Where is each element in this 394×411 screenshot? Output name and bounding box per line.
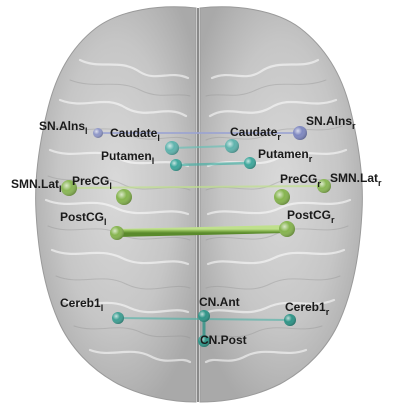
node-caudate-r bbox=[225, 139, 239, 153]
node-putamen-l bbox=[170, 159, 182, 171]
node-cn-ant bbox=[198, 310, 210, 322]
node-postcg-l bbox=[110, 226, 124, 240]
node-precg-l bbox=[116, 189, 132, 205]
node-sn-alns-l bbox=[93, 128, 103, 138]
edge-postcg bbox=[117, 229, 287, 233]
node-putamen-r bbox=[244, 157, 256, 169]
node-cereb1-r bbox=[284, 314, 296, 326]
node-caudate-l bbox=[165, 141, 179, 155]
node-postcg-r bbox=[279, 221, 295, 237]
label-cn-post: CN.Post bbox=[200, 333, 247, 347]
node-precg-r bbox=[274, 189, 290, 205]
node-sn-alns-r bbox=[293, 126, 307, 140]
node-cereb1-l bbox=[112, 312, 124, 324]
label-cn-ant: CN.Ant bbox=[199, 295, 240, 309]
